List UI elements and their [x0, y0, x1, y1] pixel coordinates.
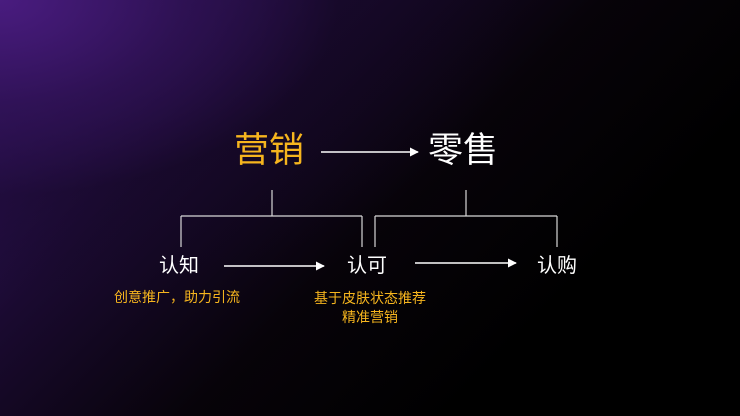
- title-marketing: 营销: [234, 131, 305, 171]
- title-retail: 零售: [428, 131, 499, 171]
- bracket-retail: [374, 190, 558, 247]
- stage-awareness: 认知: [159, 253, 199, 277]
- note-awareness: 创意推广，助力引流: [114, 290, 240, 306]
- note-recognition: 基于皮肤状态推荐 精准营销: [310, 290, 430, 328]
- bracket-marketing: [180, 190, 363, 247]
- stage-recognition: 认可: [347, 253, 387, 277]
- note-recognition-line-2: 精准营销: [342, 310, 398, 326]
- note-recognition-line-1: 基于皮肤状态推荐: [314, 291, 426, 307]
- stage-purchase: 认购: [537, 253, 577, 277]
